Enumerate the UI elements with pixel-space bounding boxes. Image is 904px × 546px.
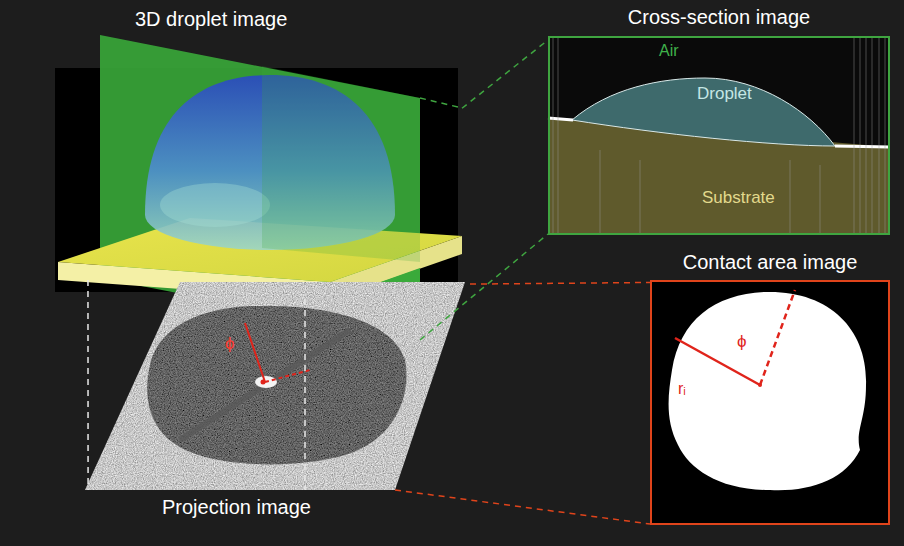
contact-background: [650, 280, 890, 525]
radius-line: [245, 323, 265, 382]
interface-line: [548, 118, 573, 120]
droplet-section: [572, 78, 835, 146]
projection-plane: [85, 282, 465, 490]
interface-line: [835, 146, 890, 147]
reference-line: [760, 290, 795, 385]
contact-shadow: [147, 306, 406, 464]
panel-title: 3D droplet image: [135, 8, 287, 31]
noise-stripes: [553, 38, 885, 233]
section-plane: [262, 66, 420, 262]
cross-section-background: [548, 36, 890, 235]
region-label: Droplet: [697, 84, 752, 104]
radius-symbol: rᵢ: [678, 380, 686, 398]
projection-region: ϕProjection image: [85, 282, 470, 490]
streak: [180, 330, 350, 440]
dashed-leader: [395, 490, 650, 524]
region-label: Air: [659, 42, 679, 60]
projection-guide: [304, 299, 306, 490]
dashed-leader: [87, 280, 89, 490]
radius-line: [675, 338, 760, 385]
angle-symbol: ϕ: [225, 334, 235, 354]
panel-title: Contact area image: [652, 251, 888, 274]
angle-symbol: ϕ: [737, 332, 747, 352]
contact-area-panel: Contact area imagerᵢϕ: [650, 280, 890, 525]
region-label: Substrate: [702, 188, 775, 208]
dashed-leader: [420, 98, 462, 108]
reference-line: [265, 370, 310, 382]
contact-area: [669, 292, 867, 490]
droplet-highlight: [160, 183, 270, 227]
panel-title: Cross-section image: [550, 6, 888, 29]
panel-title: Projection image: [162, 496, 311, 519]
dashed-leader: [462, 40, 548, 108]
dashed-leader: [470, 282, 650, 284]
scene-region: 3D droplet image: [55, 68, 462, 280]
dashed-leader: [420, 234, 548, 340]
center-dot: [758, 383, 762, 387]
cross-section-panel: Cross-section imageAirDropletSubstrate: [548, 36, 890, 235]
